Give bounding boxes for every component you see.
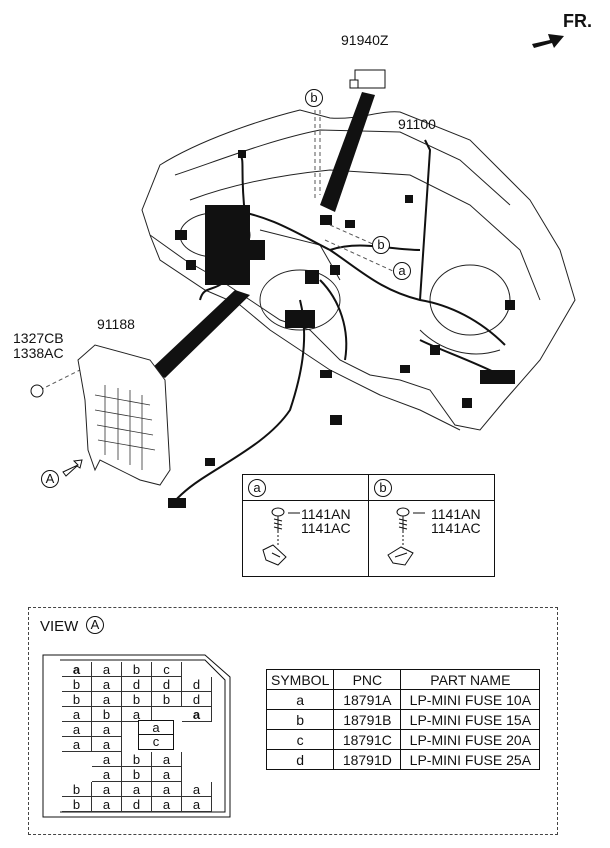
fuse-slot: a xyxy=(62,722,92,737)
fuse-center-top: a xyxy=(139,721,173,735)
fuse-slot: b xyxy=(62,677,92,692)
legend-header: PART NAME xyxy=(400,669,541,690)
legend-pnc: 18791A xyxy=(333,689,402,710)
fuse-slot: a xyxy=(92,752,122,767)
legend-pnc: 18791D xyxy=(333,749,402,770)
fuse-slot: d xyxy=(152,677,182,692)
fuse-legend-table: SYMBOL PNC PART NAME a 18791A LP-MINI FU… xyxy=(265,669,541,770)
main-harness-part-number: 91100 xyxy=(398,116,436,132)
view-title: VIEW xyxy=(40,618,79,635)
legend-pnc: 18791C xyxy=(333,729,402,750)
fuse-slot: a xyxy=(92,797,122,812)
legend-symbol: b xyxy=(265,709,335,730)
legend-header-row: SYMBOL PNC PART NAME xyxy=(265,669,541,690)
fuse-slot: a xyxy=(152,797,182,812)
fuse-slot: a xyxy=(182,782,212,797)
nut-part-number-2: 1338AC xyxy=(13,345,64,361)
legend-header: PNC xyxy=(333,669,402,690)
detail-b-tag: b xyxy=(374,479,392,497)
fuse-slot: b xyxy=(62,797,92,812)
fuse-slot: a xyxy=(62,737,92,752)
legend-row: d 18791D LP-MINI FUSE 25A xyxy=(265,749,541,770)
legend-part-name: LP-MINI FUSE 15A xyxy=(400,709,541,730)
screw-icon xyxy=(387,507,425,566)
fuse-slot: d xyxy=(182,692,212,707)
fuse-slot: a xyxy=(152,752,182,767)
legend-symbol: a xyxy=(265,689,335,710)
arrow-icon xyxy=(532,34,564,48)
detail-a-bolt-1: 1141AN xyxy=(301,506,351,522)
fuse-slot: d xyxy=(182,677,212,692)
fuse-slot: a xyxy=(122,707,152,722)
fuse-slot: b xyxy=(122,752,152,767)
fuse-slot: a xyxy=(62,707,92,722)
fuse-slot: b xyxy=(62,692,92,707)
fuse-slot: a xyxy=(92,767,122,782)
fuse-slot: d xyxy=(122,797,152,812)
fuse-slot: d xyxy=(122,677,152,692)
legend-symbol: d xyxy=(265,749,335,770)
fuse-slot: a xyxy=(182,707,212,722)
legend-header: SYMBOL xyxy=(265,669,335,690)
fuse-slot: b xyxy=(122,767,152,782)
front-label: FR. xyxy=(563,11,592,31)
relay-part-number: 91940Z xyxy=(341,32,389,48)
screw-icon xyxy=(262,507,300,566)
fuse-slot: a xyxy=(92,737,122,752)
legend-row: a 18791A LP-MINI FUSE 10A xyxy=(265,689,541,710)
fuse-slot: c xyxy=(152,662,182,677)
fuse-slot: a xyxy=(182,797,212,812)
junction-block-part-number: 91188 xyxy=(97,316,135,332)
detail-a-bolt-2: 1141AC xyxy=(301,520,351,536)
fuse-slot: b xyxy=(152,692,182,707)
fuse-slot: b xyxy=(62,782,92,797)
fuse-slot: b xyxy=(92,707,122,722)
legend-part-name: LP-MINI FUSE 10A xyxy=(400,689,541,710)
detail-b-bolt-2: 1141AC xyxy=(431,520,481,536)
view-ref: A xyxy=(86,616,104,634)
legend-symbol: c xyxy=(265,729,335,750)
view-a-panel xyxy=(28,607,558,835)
fuse-slot: a xyxy=(92,782,122,797)
legend-row: c 18791C LP-MINI FUSE 20A xyxy=(265,729,541,750)
legend-part-name: LP-MINI FUSE 25A xyxy=(400,749,541,770)
detail-a-tag: a xyxy=(248,479,266,497)
legend-part-name: LP-MINI FUSE 20A xyxy=(400,729,541,750)
legend-pnc: 18791B xyxy=(333,709,402,730)
dashboard-harness-drawing xyxy=(30,69,576,508)
detail-panel: a 1141AN 1141AC b 1141AN 1141AC xyxy=(242,474,495,577)
fuse-block-outline xyxy=(42,654,231,818)
fuse-slot: a xyxy=(92,677,122,692)
callout-b: b xyxy=(372,236,390,254)
fuse-slot: a xyxy=(152,782,182,797)
callout-a: a xyxy=(393,262,411,280)
fuse-slot: b xyxy=(122,692,152,707)
fuse-center: a c xyxy=(138,720,174,750)
callout-view-a: A xyxy=(41,470,59,488)
fuse-slot: a xyxy=(92,692,122,707)
detail-b-bolt-1: 1141AN xyxy=(431,506,481,522)
fuse-slot: b xyxy=(122,662,152,677)
fuse-slot: a xyxy=(152,767,182,782)
legend-row: b 18791B LP-MINI FUSE 15A xyxy=(265,709,541,730)
fuse-slot: a xyxy=(92,722,122,737)
fuse-slot: a xyxy=(62,662,92,677)
callout-b-top: b xyxy=(305,89,323,107)
fuse-center-bottom: c xyxy=(152,734,160,749)
nut-part-number-1: 1327CB xyxy=(13,330,64,346)
fuse-slot: a xyxy=(122,782,152,797)
fuse-slot: a xyxy=(92,662,122,677)
